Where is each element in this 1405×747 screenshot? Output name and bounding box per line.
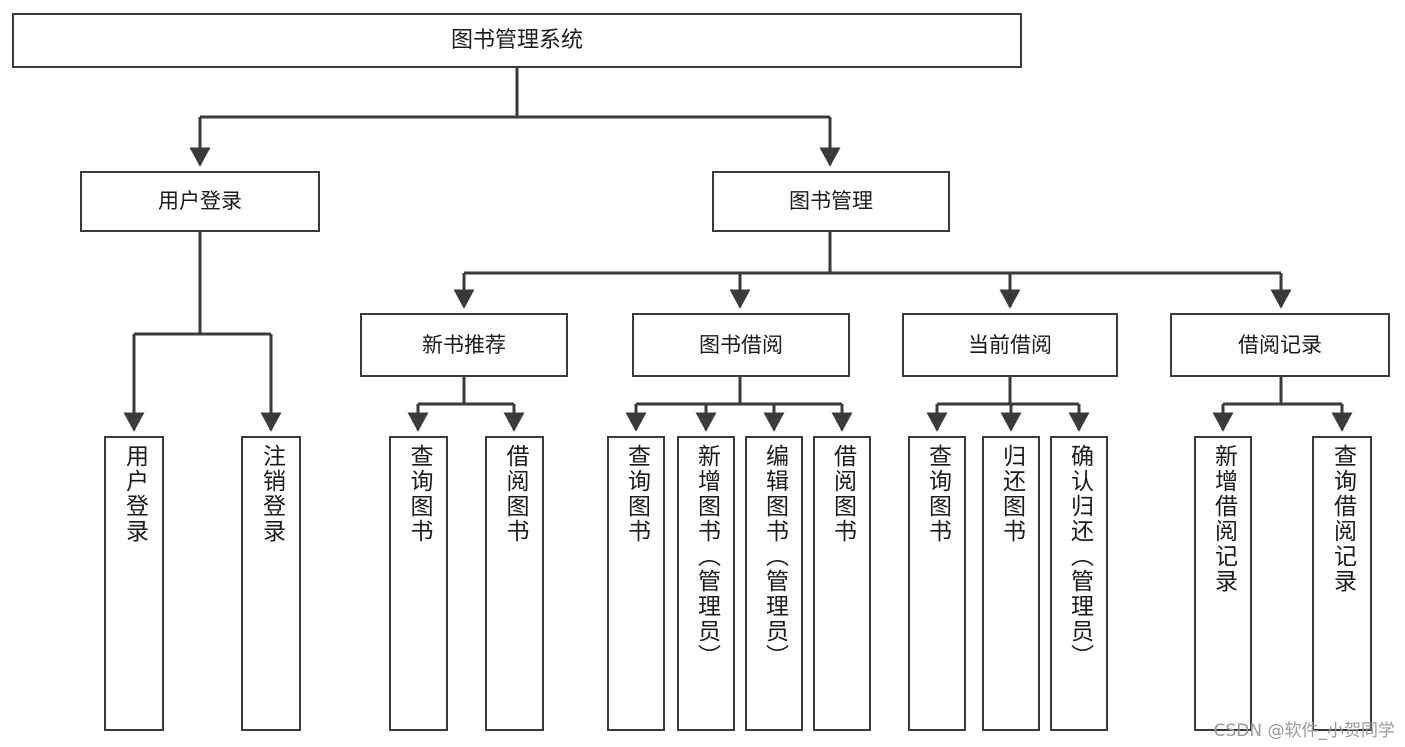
- node-user-login-label: 用户登录: [158, 189, 242, 214]
- node-leaf-confirm-return-label: 确认归还（管理员）: [1066, 444, 1093, 669]
- node-root-label: 图书管理系统: [450, 27, 583, 53]
- node-user-login[interactable]: 用户登录: [80, 171, 320, 232]
- node-leaf-add-book[interactable]: 新增图书（管理员）: [677, 436, 735, 731]
- node-leaf-return-book-label: 归还图书: [998, 444, 1025, 544]
- node-root[interactable]: 图书管理系统: [12, 13, 1022, 68]
- node-leaf-borrow-book-2-label: 借阅图书: [829, 444, 856, 544]
- node-leaf-user-logout[interactable]: 注销登录: [241, 436, 301, 731]
- node-book-borrow[interactable]: 图书借阅: [632, 313, 850, 377]
- node-new-book-recommend-label: 新书推荐: [422, 332, 506, 357]
- node-leaf-query-book-1-label: 查询图书: [406, 444, 432, 544]
- node-book-borrow-label: 图书借阅: [699, 332, 783, 357]
- node-borrow-record[interactable]: 借阅记录: [1170, 313, 1390, 377]
- node-leaf-borrow-book-1[interactable]: 借阅图书: [485, 436, 544, 731]
- node-borrow-record-label: 借阅记录: [1238, 332, 1322, 357]
- node-leaf-user-login-label: 用户登录: [121, 444, 148, 544]
- node-leaf-add-record-label: 新增借阅记录: [1210, 444, 1237, 594]
- node-leaf-query-book-2[interactable]: 查询图书: [607, 436, 665, 731]
- node-leaf-return-book[interactable]: 归还图书: [982, 436, 1040, 731]
- node-leaf-edit-book[interactable]: 编辑图书（管理员）: [745, 436, 803, 731]
- node-new-book-recommend[interactable]: 新书推荐: [360, 313, 568, 377]
- node-leaf-user-login[interactable]: 用户登录: [104, 436, 164, 731]
- node-leaf-query-book-3-label: 查询图书: [924, 444, 951, 544]
- node-book-management-label: 图书管理: [789, 189, 873, 214]
- node-leaf-edit-book-label: 编辑图书（管理员）: [761, 444, 788, 669]
- node-leaf-add-record[interactable]: 新增借阅记录: [1194, 436, 1252, 731]
- node-leaf-query-book-2-label: 查询图书: [623, 444, 650, 544]
- node-current-borrow[interactable]: 当前借阅: [902, 313, 1118, 377]
- node-leaf-borrow-book-1-label: 借阅图书: [502, 444, 528, 544]
- node-current-borrow-label: 当前借阅: [968, 332, 1052, 357]
- node-leaf-borrow-book-2[interactable]: 借阅图书: [813, 436, 871, 731]
- node-leaf-add-book-label: 新增图书（管理员）: [693, 444, 720, 669]
- csdn-watermark: CSDN @软件_小贺同学: [1213, 721, 1395, 741]
- node-book-management[interactable]: 图书管理: [712, 171, 950, 232]
- node-leaf-query-record[interactable]: 查询借阅记录: [1312, 436, 1372, 731]
- node-leaf-query-record-label: 查询借阅记录: [1329, 444, 1356, 594]
- node-leaf-query-book-1[interactable]: 查询图书: [389, 436, 448, 731]
- node-leaf-query-book-3[interactable]: 查询图书: [908, 436, 966, 731]
- node-leaf-user-logout-label: 注销登录: [258, 444, 285, 544]
- node-leaf-confirm-return[interactable]: 确认归还（管理员）: [1050, 436, 1108, 731]
